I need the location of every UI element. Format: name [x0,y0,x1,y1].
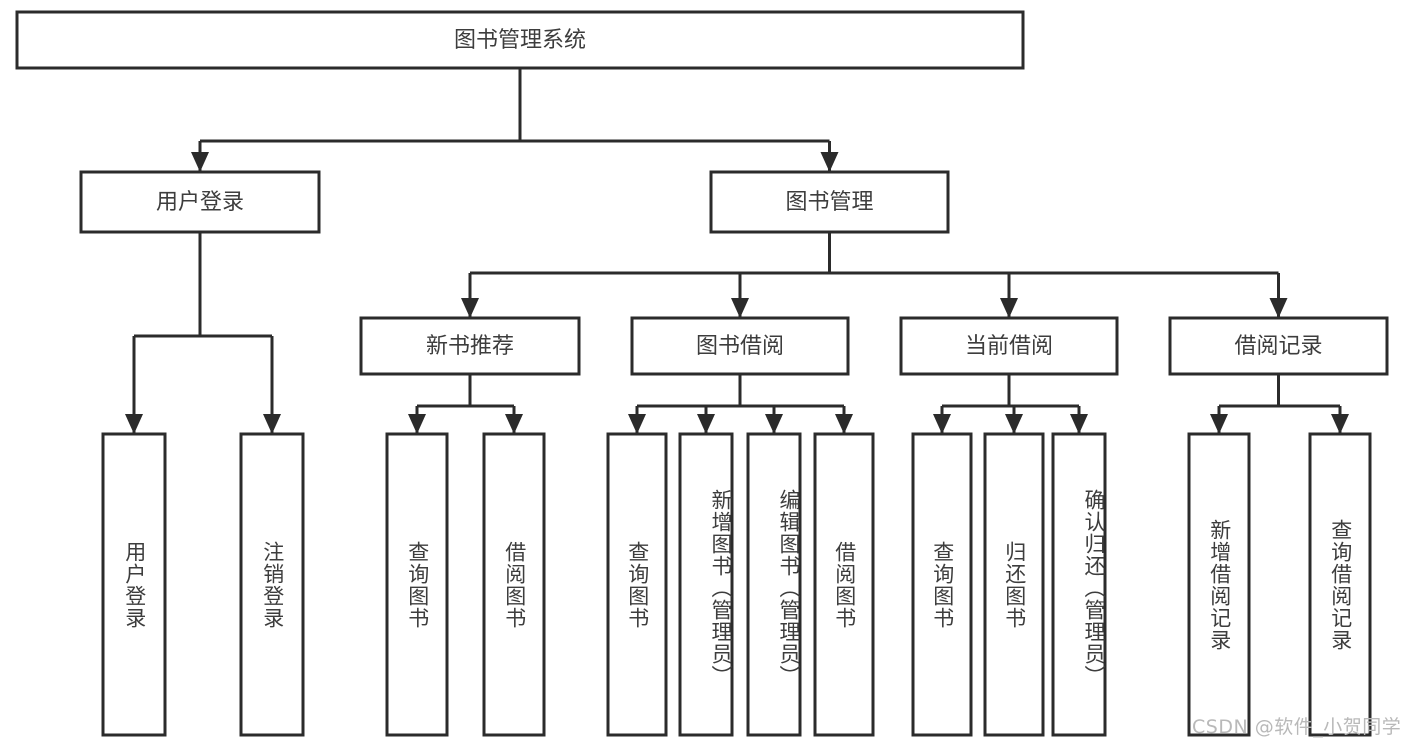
node-box-leaf-9[interactable] [983,432,1045,737]
node-box-l2-3[interactable] [1168,316,1389,376]
l2-3-to-leaf-arrow-0 [1210,414,1228,434]
node-box-l1-1[interactable] [709,170,950,234]
node-box-l1-0[interactable] [79,170,321,234]
node-box-root[interactable] [15,10,1025,70]
node-box-leaf-8[interactable] [911,432,973,737]
login-to-leaf-arrow-1 [263,414,281,434]
node-label-l1-1: 图书管理 [785,190,873,215]
l2-3-to-leaf-arrow-1 [1331,414,1349,434]
root-to-l1-arrow-1 [820,152,839,172]
l2-0-to-leaf-arrow-0 [408,414,426,434]
l1-to-l2-arrow-0 [461,298,479,318]
root-to-l1-arrow-0 [191,152,209,172]
node-boxes [15,10,1389,737]
l2-1-to-leaf-arrow-2 [765,414,783,434]
l1-to-l2-arrow-3 [1269,298,1288,318]
node-box-leaf-10[interactable] [1051,432,1107,737]
l1-to-l2-arrow-1 [731,298,749,318]
node-box-leaf-6[interactable] [746,432,802,737]
node-label-l2-2: 当前借阅 [965,334,1053,359]
l2-2-to-leaf-arrow-0 [933,414,951,434]
node-label-l2-3: 借阅记录 [1234,334,1322,359]
l2-1-to-leaf-arrow-3 [835,414,853,434]
l2-2-to-leaf-arrow-2 [1070,414,1088,434]
node-box-leaf-2[interactable] [385,432,449,737]
l1-to-l2-arrow-2 [1000,298,1018,318]
node-box-l2-0[interactable] [359,316,581,376]
node-box-leaf-12[interactable] [1308,432,1372,737]
l2-1-to-leaf-arrow-0 [628,414,646,434]
l2-1-to-leaf-arrow-1 [697,414,715,434]
l2-0-to-leaf-arrow-1 [505,414,523,434]
node-box-leaf-0[interactable] [101,432,167,737]
node-label-l1-0: 用户登录 [156,190,244,215]
l2-2-to-leaf-arrow-1 [1005,414,1023,434]
login-to-leaf-arrow-0 [125,414,143,434]
node-box-leaf-7[interactable] [813,432,875,737]
node-label-l2-1: 图书借阅 [696,334,784,359]
node-box-leaf-3[interactable] [482,432,546,737]
node-box-leaf-5[interactable] [678,432,734,737]
node-box-leaf-11[interactable] [1187,432,1251,737]
node-label-root: 图书管理系统 [454,28,586,53]
node-box-leaf-4[interactable] [606,432,668,737]
connector-lines [125,68,1349,434]
node-box-l2-2[interactable] [899,316,1119,376]
node-box-l2-1[interactable] [630,316,850,376]
node-label-l2-0: 新书推荐 [426,334,514,359]
node-box-leaf-1[interactable] [239,432,305,737]
csdn-watermark: CSDN @软件_小贺同学 [1192,716,1402,738]
